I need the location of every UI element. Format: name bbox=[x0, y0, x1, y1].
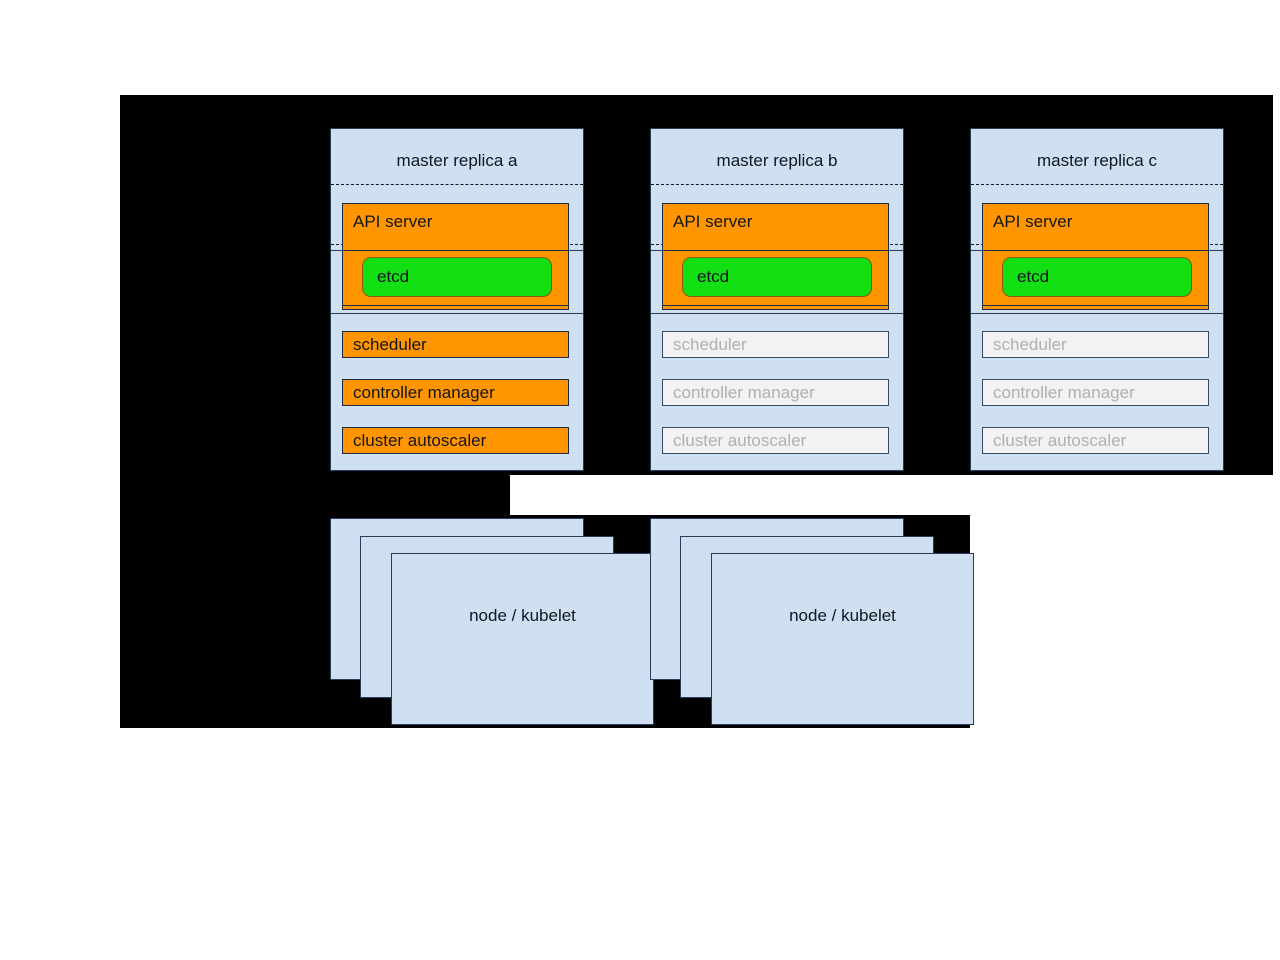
etcd-label-b: etcd bbox=[697, 267, 730, 286]
knockout-right-lower bbox=[970, 476, 1280, 776]
master-replica-b-title: master replica b bbox=[716, 151, 838, 170]
etcd-box-b[interactable]: etcd bbox=[682, 257, 872, 297]
cluster-autoscaler-label-b: cluster autoscaler bbox=[673, 430, 807, 450]
replica-a-divider-top bbox=[331, 184, 583, 185]
scheduler-label-b: scheduler bbox=[673, 334, 747, 354]
replica-c-divider-top bbox=[971, 184, 1223, 185]
api-server-label-b: API server bbox=[673, 212, 753, 231]
api-server-label-a: API server bbox=[353, 212, 433, 231]
etcd-label-a: etcd bbox=[377, 267, 410, 286]
etcd-label-c: etcd bbox=[1017, 267, 1050, 286]
replica-a-rule-lower bbox=[331, 313, 583, 314]
master-replica-c-title: master replica c bbox=[1037, 151, 1157, 170]
node-stack-2-front[interactable]: node / kubelet bbox=[711, 553, 974, 725]
scheduler-box-a[interactable]: scheduler bbox=[342, 331, 569, 358]
node-stack-1-front[interactable]: node / kubelet bbox=[391, 553, 654, 725]
replica-c-rule-lower bbox=[971, 313, 1223, 314]
controller-manager-box-a[interactable]: controller manager bbox=[342, 379, 569, 406]
scheduler-label-a: scheduler bbox=[353, 334, 427, 354]
scheduler-box-c[interactable]: scheduler bbox=[982, 331, 1209, 358]
controller-manager-box-b[interactable]: controller manager bbox=[662, 379, 889, 406]
node-kubelet-label-1: node / kubelet bbox=[469, 606, 576, 625]
replica-b-divider-top bbox=[651, 184, 903, 185]
controller-manager-box-c[interactable]: controller manager bbox=[982, 379, 1209, 406]
scheduler-box-b[interactable]: scheduler bbox=[662, 331, 889, 358]
controller-manager-label-a: controller manager bbox=[353, 382, 495, 402]
node-kubelet-label-2: node / kubelet bbox=[789, 606, 896, 625]
etcd-box-c[interactable]: etcd bbox=[1002, 257, 1192, 297]
cluster-autoscaler-label-c: cluster autoscaler bbox=[993, 430, 1127, 450]
controller-manager-label-b: controller manager bbox=[673, 382, 815, 402]
etcd-box-a[interactable]: etcd bbox=[362, 257, 552, 297]
cluster-autoscaler-box-c[interactable]: cluster autoscaler bbox=[982, 427, 1209, 454]
api-server-label-c: API server bbox=[993, 212, 1073, 231]
cluster-autoscaler-box-b[interactable]: cluster autoscaler bbox=[662, 427, 889, 454]
cluster-autoscaler-label-a: cluster autoscaler bbox=[353, 430, 487, 450]
controller-manager-label-c: controller manager bbox=[993, 382, 1135, 402]
replica-b-rule-lower bbox=[651, 313, 903, 314]
scheduler-label-c: scheduler bbox=[993, 334, 1067, 354]
master-replica-a-title: master replica a bbox=[396, 151, 518, 170]
cluster-autoscaler-box-a[interactable]: cluster autoscaler bbox=[342, 427, 569, 454]
